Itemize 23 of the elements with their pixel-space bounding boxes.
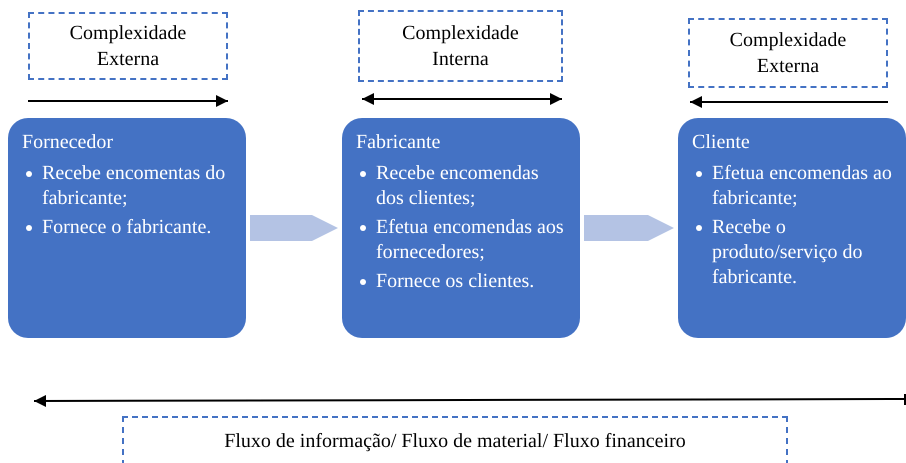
- box-label: Complexidade Interna: [401, 21, 520, 72]
- dashed-box: [28, 12, 228, 80]
- box-label: Complexidade Externa: [728, 28, 848, 79]
- card-heading: Cliente: [692, 130, 751, 155]
- bullet-item: Efetua encomendas ao fabricante;: [712, 162, 892, 209]
- dashed-box: [122, 416, 788, 463]
- card-heading: Fabricante: [356, 130, 442, 155]
- bullet-item: Recebe o produto/serviço do fabricante.: [712, 216, 863, 288]
- box-label: Complexidade Externa: [68, 21, 188, 72]
- process-card: [342, 118, 580, 338]
- bullet-item: Fornece o fabricante.: [42, 216, 212, 238]
- bullet-item: Recebe encomentas do fabricante;: [42, 162, 226, 209]
- card-heading: Fornecedor: [22, 130, 114, 155]
- block-arrow: [584, 215, 674, 241]
- bullet-item: Fornece os clientes.: [376, 270, 534, 292]
- dashed-box: [688, 18, 888, 88]
- box-label: Fluxo de informação/ Fluxo de material/ Fluxo financeiro: [224, 429, 686, 454]
- bullet-item: Efetua encomendas aos fornecedores;: [376, 216, 564, 263]
- dashed-box: [358, 10, 563, 82]
- bullet-item: Recebe encomendas dos clientes;: [376, 162, 539, 209]
- process-card: [8, 118, 246, 338]
- process-card: [678, 118, 906, 338]
- block-arrow: [250, 215, 338, 241]
